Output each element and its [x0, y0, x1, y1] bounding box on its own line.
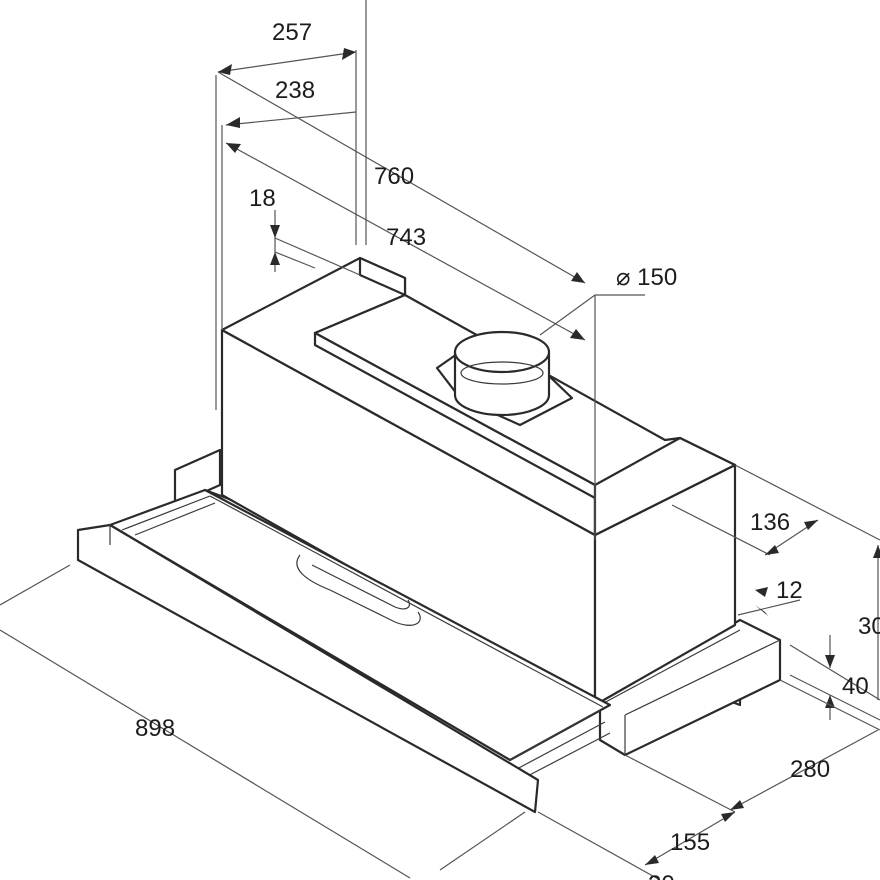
dim-743-label: 743 — [386, 224, 426, 251]
dim-136-label: 136 — [750, 509, 790, 536]
dim-257-label: 257 — [272, 19, 312, 46]
dim-40-label: 40 — [842, 673, 869, 700]
dim-20-label: 20 — [648, 871, 675, 880]
hood-housing — [173, 256, 782, 757]
dim-18-label: 18 — [249, 185, 276, 212]
air-outlet — [435, 330, 574, 427]
dimension-labels: 257 238 760 743 18 ⌀ 150 136 12 30 40 28… — [135, 19, 880, 880]
dim-280-label: 280 — [790, 756, 830, 783]
dim-898-label: 898 — [135, 715, 175, 742]
front-tray — [76, 488, 612, 814]
dim-12-label: 12 — [776, 577, 803, 604]
dim-150-label: ⌀ 150 — [616, 264, 677, 291]
dim-760-label: 760 — [374, 163, 414, 190]
dim-155-label: 155 — [670, 829, 710, 856]
dim-238-label: 238 — [275, 77, 315, 104]
dim-30-label: 30 — [858, 613, 880, 640]
